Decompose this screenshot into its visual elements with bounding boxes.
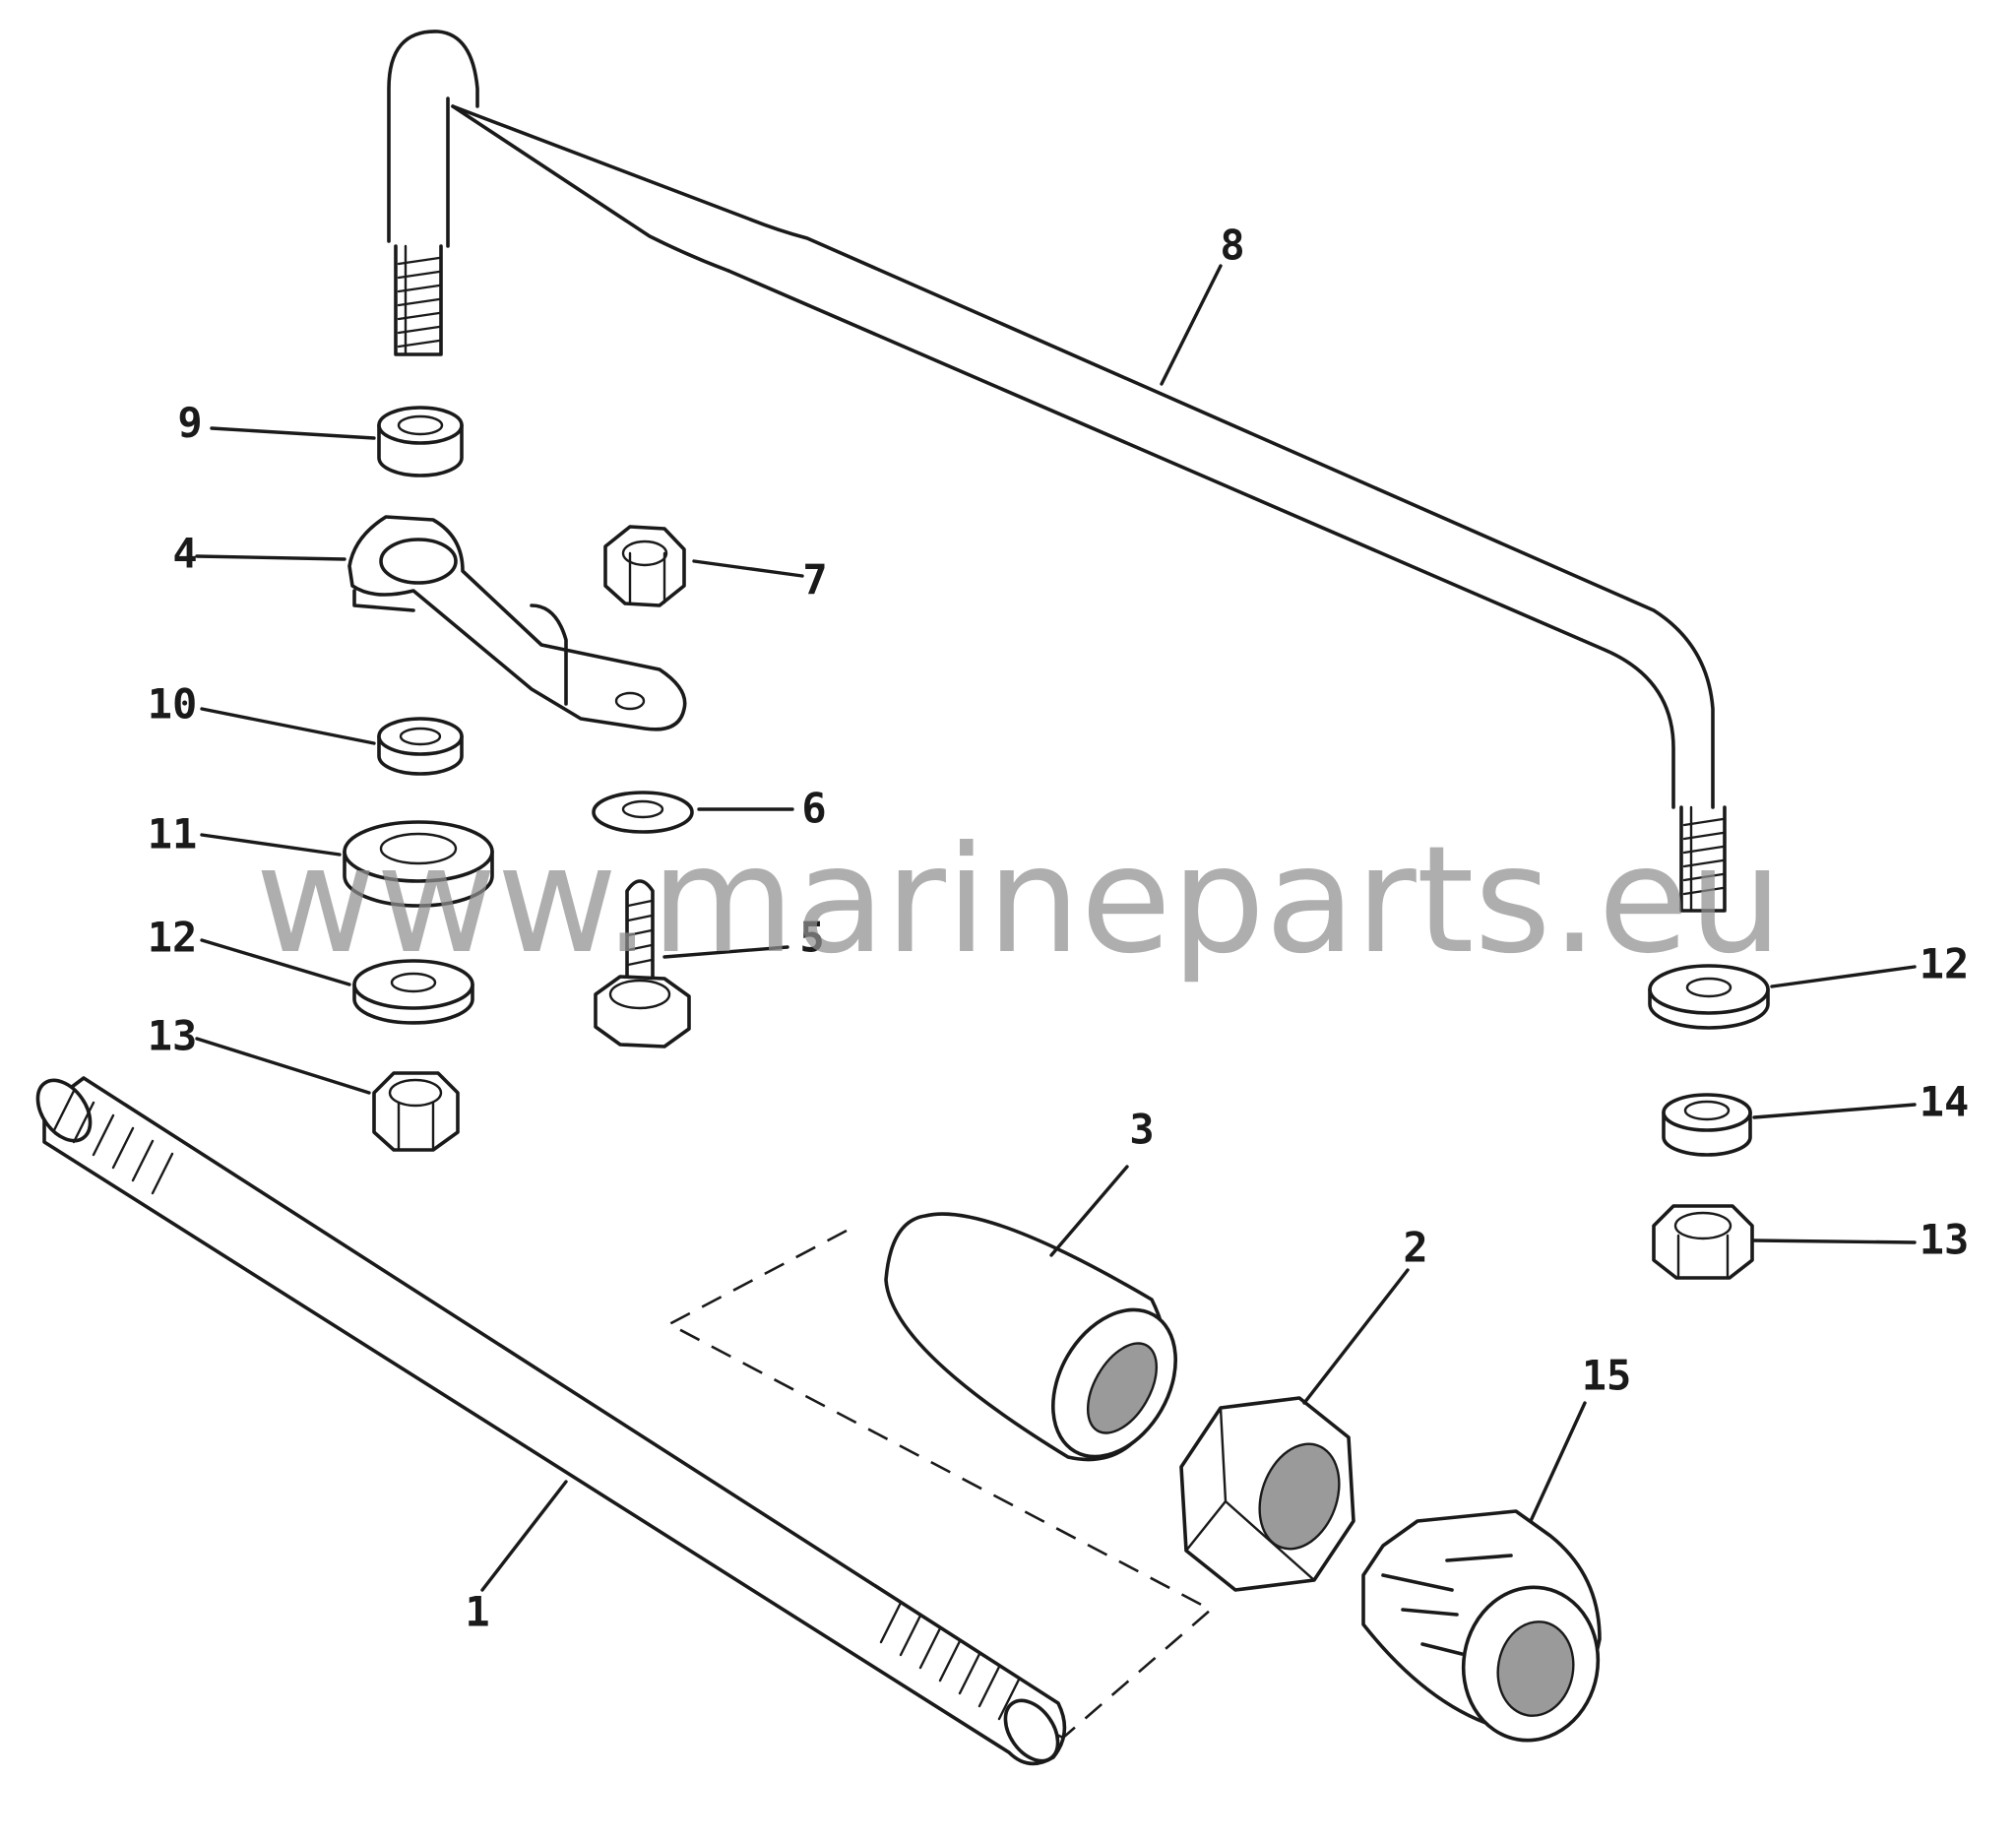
spacer-part-10 bbox=[377, 717, 464, 776]
callout-15: 15 bbox=[1582, 1352, 1632, 1400]
callout-14: 14 bbox=[1920, 1078, 1970, 1126]
nut-part-7 bbox=[603, 525, 686, 607]
callout-4: 4 bbox=[172, 530, 197, 578]
bracket-part-4 bbox=[347, 515, 687, 731]
callout-12-left: 12 bbox=[148, 914, 198, 962]
spacer-part-9 bbox=[377, 406, 464, 477]
callout-5: 5 bbox=[799, 914, 824, 962]
callout-labels: 8 9 4 7 10 6 11 5 12 13 12 14 13 3 2 15 … bbox=[148, 222, 1970, 1636]
bolt-part-5 bbox=[594, 879, 691, 1048]
washer-part-11 bbox=[343, 820, 494, 908]
callout-13-right: 13 bbox=[1920, 1216, 1970, 1264]
callout-9: 9 bbox=[177, 399, 202, 447]
callout-7: 7 bbox=[802, 556, 827, 604]
callout-2: 2 bbox=[1403, 1224, 1427, 1272]
washer-part-12-right bbox=[1648, 964, 1770, 1030]
callout-1: 1 bbox=[465, 1588, 489, 1636]
callout-11: 11 bbox=[148, 810, 198, 858]
callout-10: 10 bbox=[148, 680, 198, 729]
callout-8: 8 bbox=[1220, 222, 1244, 270]
nut-part-13-right bbox=[1652, 1204, 1754, 1280]
slotted-nut-part-15 bbox=[1361, 1509, 1602, 1743]
sleeve-part-3 bbox=[884, 1212, 1177, 1462]
nut-part-13-left bbox=[372, 1071, 460, 1152]
spacer-part-14 bbox=[1662, 1093, 1752, 1157]
tie-bar-part-8 bbox=[387, 30, 1727, 913]
callout-6: 6 bbox=[801, 785, 826, 833]
leader-lines bbox=[195, 264, 1917, 1592]
washer-part-12-left bbox=[352, 959, 474, 1025]
assembly-dashed-outline bbox=[666, 1229, 1214, 1740]
hex-nut-part-2 bbox=[1179, 1396, 1355, 1592]
callout-12-right: 12 bbox=[1920, 940, 1970, 988]
threaded-rod-part-1 bbox=[35, 1076, 1067, 1766]
watermark: www.marineparts.eu bbox=[255, 815, 1783, 986]
callout-13-left: 13 bbox=[148, 1012, 198, 1060]
callout-3: 3 bbox=[1129, 1106, 1154, 1154]
washer-part-6 bbox=[592, 791, 694, 834]
